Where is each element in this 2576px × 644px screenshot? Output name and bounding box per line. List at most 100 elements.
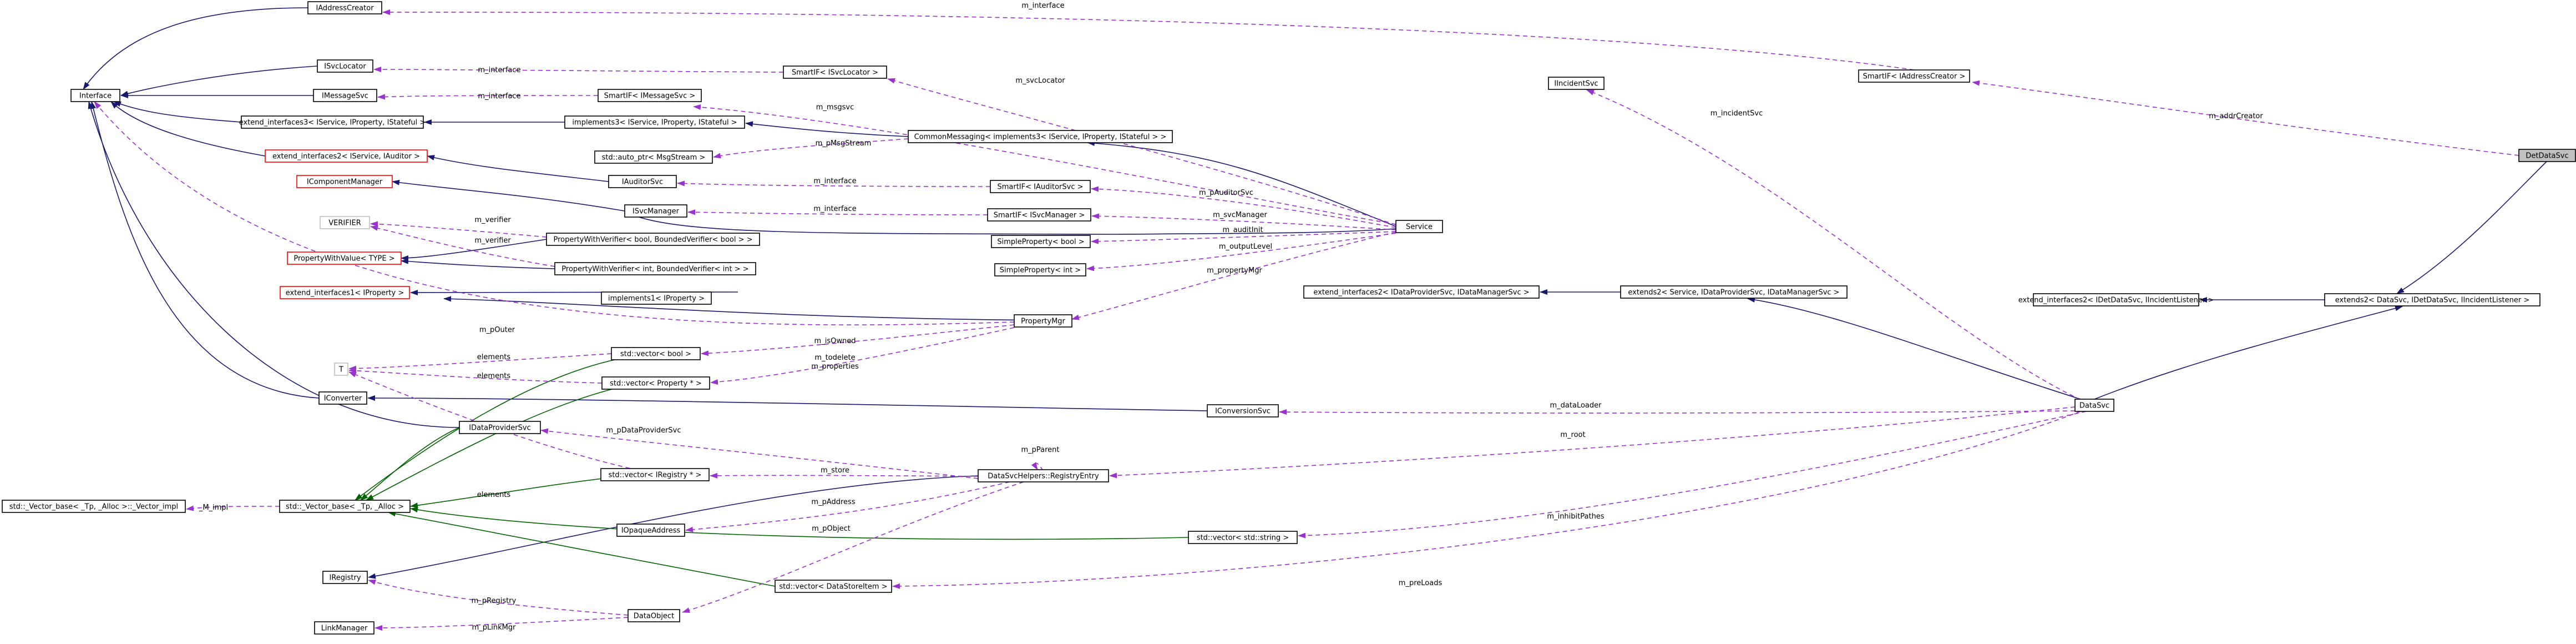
node-imessagesvc[interactable]: IMessageSvc bbox=[313, 89, 377, 102]
node-verifier[interactable]: VERIFIER bbox=[320, 216, 370, 229]
node-box bbox=[70, 89, 120, 102]
node-smartif-isvcmanager[interactable]: SmartIF< ISvcManager > bbox=[987, 208, 1091, 222]
usage-edge bbox=[377, 94, 599, 100]
node-implements1[interactable]: implements1< IProperty > bbox=[601, 291, 712, 305]
node-smartif-iauditorsvc[interactable]: SmartIF< IAuditorSvc > bbox=[990, 180, 1091, 193]
edge-label-m-interface: m_interface bbox=[813, 177, 856, 185]
node-dataobject[interactable]: DataObject bbox=[627, 609, 680, 622]
node-iauditorsvc[interactable]: IAuditorSvc bbox=[608, 175, 677, 188]
usage-edge bbox=[710, 472, 979, 479]
node-auto-ptr[interactable]: std::auto_ptr< MsgStream > bbox=[594, 150, 713, 164]
node-icomponentmanager[interactable]: IComponentManager bbox=[296, 175, 393, 188]
inheritance-edge bbox=[401, 239, 547, 261]
node-box bbox=[598, 89, 702, 102]
node-box bbox=[2324, 293, 2540, 306]
node-label: DetDataSvc bbox=[2526, 152, 2568, 160]
edge-label-m-pregistry: m_pRegistry bbox=[472, 597, 517, 605]
node-vector-ireg[interactable]: std::vector< IRegistry * > bbox=[600, 468, 710, 481]
node-label: ISvcManager bbox=[632, 208, 680, 216]
node-iregistry[interactable]: IRegistry bbox=[322, 571, 368, 584]
node-box bbox=[280, 286, 410, 299]
node-label: implements1< IProperty > bbox=[608, 295, 705, 303]
edge-label-m-interface: m_interface bbox=[478, 92, 520, 100]
node-box bbox=[1207, 404, 1279, 417]
usage-edge bbox=[373, 67, 784, 73]
node-label: PropertyWithVerifier< bool, BoundedVerif… bbox=[553, 236, 752, 244]
edge-label-m-verifier: m_verifier bbox=[474, 216, 511, 224]
node-label: PropertyWithValue< TYPE > bbox=[293, 255, 394, 263]
node-incidentsvc[interactable]: IIncidentSvc bbox=[1548, 77, 1605, 90]
inheritance-edge bbox=[368, 475, 979, 579]
node-iconversionsvc[interactable]: IConversionSvc bbox=[1207, 404, 1279, 417]
node-iaddresscreator[interactable]: IAddressCreator bbox=[307, 1, 382, 14]
edges-layer bbox=[83, 7, 2547, 631]
node-label: IConverter bbox=[324, 395, 362, 403]
edge-label-m-inhibitpathes: m_inhibitPathes bbox=[1547, 512, 1604, 521]
usage-edge bbox=[701, 324, 1015, 356]
node-box bbox=[314, 621, 374, 635]
edge-label-elements: elements bbox=[477, 491, 511, 499]
node-pwv-int[interactable]: PropertyWithVerifier< int, BoundedVerifi… bbox=[554, 262, 756, 275]
node-vector-impl[interactable]: std::_Vector_base< _Tp, _Alloc >::_Vecto… bbox=[2, 500, 186, 513]
node-label: extend_interfaces1< IProperty > bbox=[286, 289, 404, 298]
node-box bbox=[2518, 149, 2576, 162]
node-isvclocator[interactable]: ISvcLocator bbox=[317, 59, 373, 73]
node-linkmanager[interactable]: LinkManager bbox=[314, 621, 374, 635]
edge-label-elements: elements bbox=[477, 372, 511, 380]
node-vector-string[interactable]: std::vector< std::string > bbox=[1188, 531, 1298, 544]
node-t[interactable]: T bbox=[334, 363, 348, 376]
node-simpleprop-int[interactable]: SimpleProperty< int > bbox=[994, 263, 1086, 276]
node-registryentry[interactable]: DataSvcHelpers::RegistryEntry bbox=[978, 469, 1109, 482]
usage-edge bbox=[1109, 406, 2076, 479]
usage-edge bbox=[1586, 89, 2081, 400]
node-label: CommonMessaging< implements3< IService, … bbox=[914, 133, 1167, 142]
node-extend2-auditor[interactable]: extend_interfaces2< IService, IAuditor > bbox=[265, 149, 428, 163]
edge-label-m-todelete: m_todelete bbox=[814, 354, 855, 362]
node-box bbox=[601, 376, 710, 390]
node-box bbox=[296, 175, 393, 188]
inheritance-edge bbox=[745, 121, 909, 137]
edge-label-m-properties: m_properties bbox=[811, 363, 859, 371]
node-smartif-imessagesvc[interactable]: SmartIF< IMessageSvc > bbox=[598, 89, 702, 102]
node-extend1-prop[interactable]: extend_interfaces1< IProperty > bbox=[280, 286, 410, 299]
usage-edge bbox=[348, 371, 661, 475]
node-smartif-iaddresscreator[interactable]: SmartIF< IAddressCreator > bbox=[1858, 69, 1970, 83]
node-extends2-service[interactable]: extends2< Service, IDataProviderSvc, IDa… bbox=[1620, 285, 1848, 299]
edge-label-m-dataloader: m_dataLoader bbox=[1550, 401, 1602, 410]
inheritance-edge bbox=[2094, 305, 2403, 400]
node-idataprovidersvc[interactable]: IDataProviderSvc bbox=[459, 421, 541, 434]
node-isvcmanager[interactable]: ISvcManager bbox=[624, 204, 687, 218]
node-commonmessaging[interactable]: CommonMessaging< implements3< IService, … bbox=[908, 130, 1173, 143]
edge-label-m-propertymgr: m_propertyMgr bbox=[1207, 266, 1262, 275]
edge-label-m-pauditorsvc: m_pAuditorSvc bbox=[1199, 189, 1253, 197]
node-extends2-data[interactable]: extends2< DataSvc, IDetDataSvc, IInciden… bbox=[2324, 293, 2540, 306]
node-detdatasvc[interactable]: DetDataSvc bbox=[2518, 149, 2576, 162]
node-vector-dsi[interactable]: std::vector< DataStoreItem > bbox=[775, 580, 892, 593]
inheritance-edge bbox=[624, 210, 1396, 235]
node-vector-bool[interactable]: std::vector< bool > bbox=[611, 347, 701, 360]
node-iconverter[interactable]: IConverter bbox=[318, 391, 367, 405]
edge-label-m-pouter: m_pOuter bbox=[479, 326, 515, 334]
node-simpleprop-bool[interactable]: SimpleProperty< bool > bbox=[991, 235, 1091, 248]
node-service[interactable]: Service bbox=[1395, 220, 1443, 233]
node-extend3[interactable]: extend_interfaces3< IService, IProperty,… bbox=[239, 115, 426, 129]
node-label: SmartIF< IAuditorSvc > bbox=[997, 183, 1083, 192]
node-box bbox=[1548, 77, 1605, 90]
node-vector-base[interactable]: std::_Vector_base< _Tp, _Alloc > bbox=[279, 500, 411, 513]
usage-edge bbox=[1298, 411, 2087, 539]
node-iopaqueaddress[interactable]: IOpaqueAddress bbox=[616, 524, 685, 537]
usage-edge bbox=[186, 505, 280, 511]
node-label: implements3< IService, IProperty, IState… bbox=[572, 119, 737, 127]
node-extend2-det[interactable]: extend_interfaces2< IDetDataSvc, IIncide… bbox=[2018, 293, 2214, 306]
node-datasvc[interactable]: DataSvc bbox=[2074, 399, 2114, 412]
node-propertywithvalue[interactable]: PropertyWithValue< TYPE > bbox=[287, 251, 402, 265]
node-smartif-isvclocator[interactable]: SmartIF< ISvcLocator > bbox=[783, 66, 887, 79]
node-extend2-data[interactable]: extend_interfaces2< IDataProviderSvc, ID… bbox=[1303, 285, 1540, 299]
node-vector-prop[interactable]: std::vector< Property * > bbox=[601, 376, 710, 390]
node-pwv-bool[interactable]: PropertyWithVerifier< bool, BoundedVerif… bbox=[546, 233, 760, 246]
node-label: IIncidentSvc bbox=[1554, 80, 1598, 88]
node-propertymgr[interactable]: PropertyMgr bbox=[1014, 314, 1072, 328]
node-interface[interactable]: Interface bbox=[70, 89, 120, 102]
node-implements3[interactable]: implements3< IService, IProperty, IState… bbox=[564, 115, 745, 129]
inheritance-edge bbox=[2396, 161, 2547, 294]
